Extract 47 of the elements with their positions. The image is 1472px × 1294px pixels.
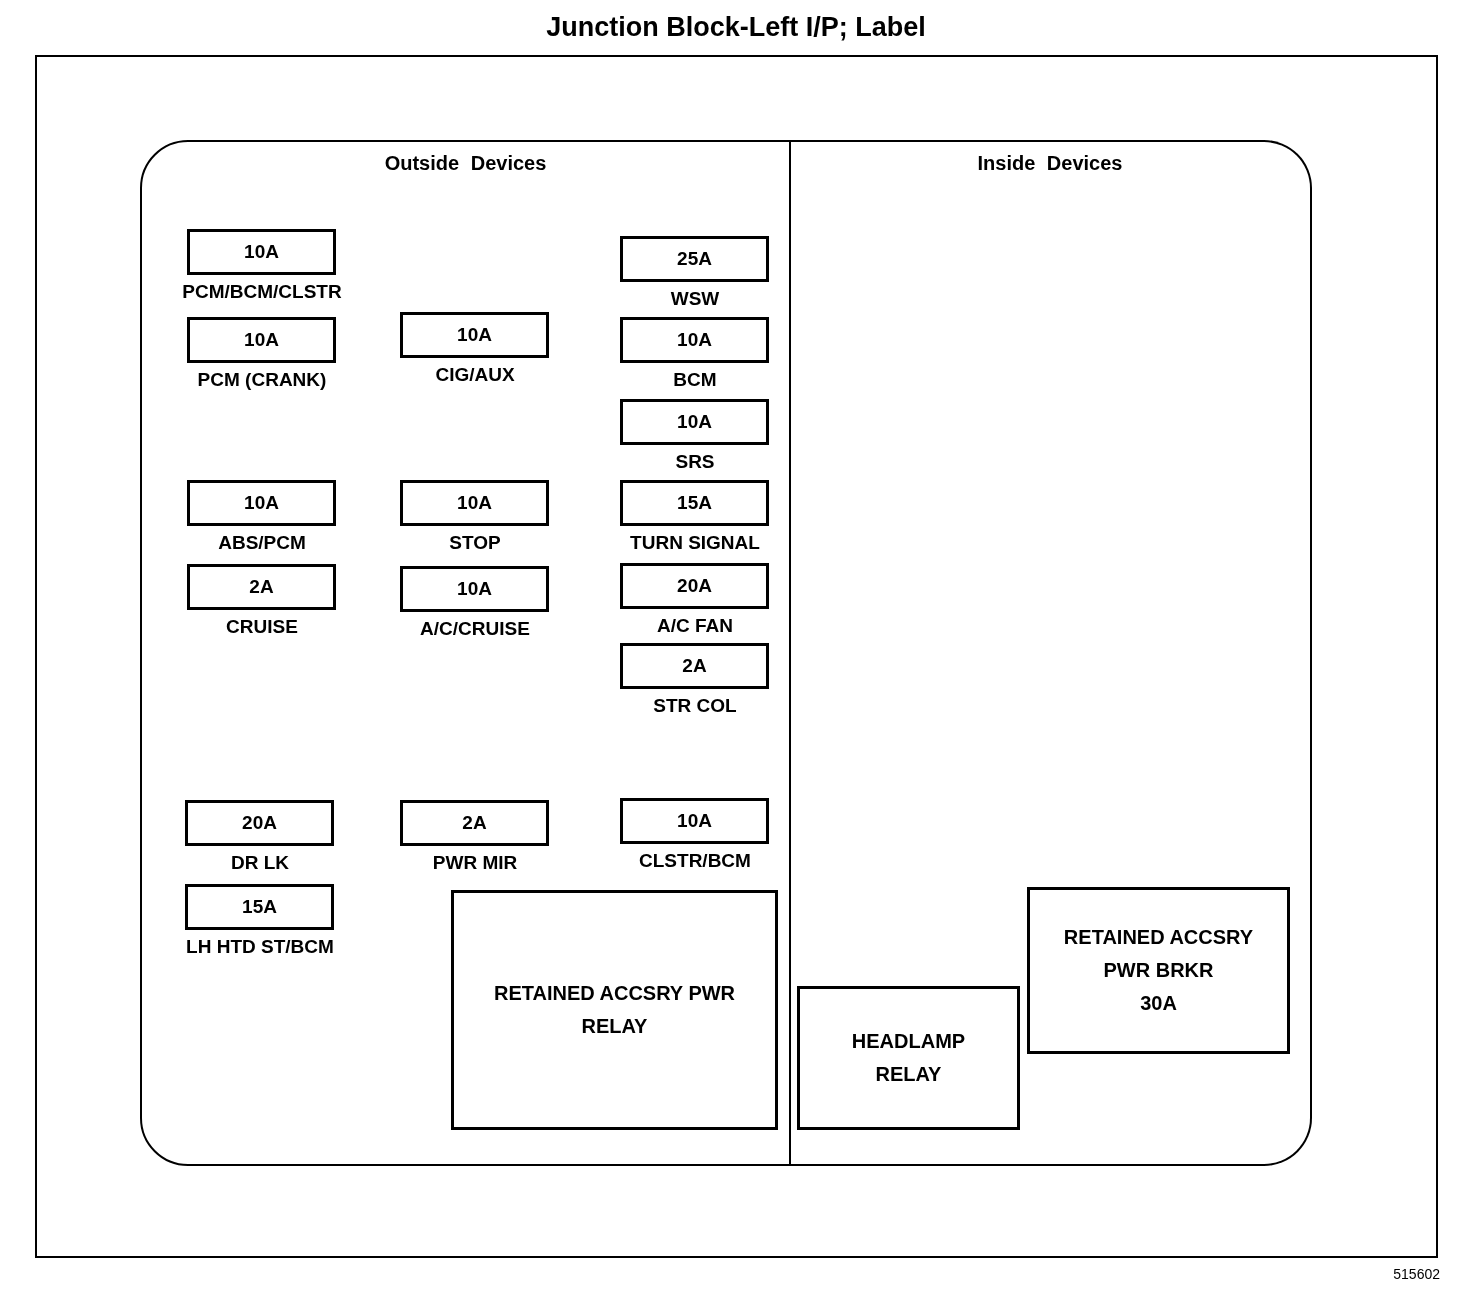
- fuse: 10A: [187, 317, 336, 363]
- circuit-label: PCM/BCM/CLSTR: [181, 281, 343, 303]
- circuit-label: SRS: [674, 451, 716, 473]
- relay-box: [797, 986, 1020, 1130]
- fuse: 15A: [620, 480, 769, 526]
- circuit-label: STOP: [448, 532, 502, 554]
- relay-label: RETAINED ACCSRY PWR BRKR: [1062, 925, 1255, 983]
- fuse: 25A: [620, 236, 769, 282]
- fuse: 2A: [400, 800, 549, 846]
- circuit-label: CLSTR/BCM: [638, 850, 752, 872]
- relay-label: RETAINED ACCSRY PWR RELAY: [492, 981, 737, 1039]
- circuit-label: PCM (CRANK): [196, 369, 328, 391]
- section-heading: Outside Devices: [383, 152, 548, 175]
- panel-section: [790, 140, 1312, 1166]
- fuse: 2A: [187, 564, 336, 610]
- circuit-label: A/C FAN: [656, 615, 734, 637]
- panel-section: [140, 140, 791, 1166]
- circuit-label: CRUISE: [225, 616, 299, 638]
- fuse: 10A: [400, 480, 549, 526]
- circuit-label: PWR MIR: [431, 852, 519, 874]
- fuse: 10A: [400, 312, 549, 358]
- circuit-label: A/C/CRUISE: [419, 618, 531, 640]
- fuse: 10A: [620, 798, 769, 844]
- circuit-label: LH HTD ST/BCM: [185, 936, 335, 958]
- fuse: 10A: [620, 317, 769, 363]
- fuse: 15A: [185, 884, 334, 930]
- fuse: 10A: [187, 229, 336, 275]
- circuit-label: WSW: [669, 288, 721, 310]
- circuit-label: TURN SIGNAL: [629, 532, 761, 554]
- fuse: 10A: [187, 480, 336, 526]
- relay-label: 30A: [1140, 991, 1177, 1016]
- circuit-label: CIG/AUX: [434, 364, 516, 386]
- fuse: 20A: [185, 800, 334, 846]
- fuse: 2A: [620, 643, 769, 689]
- figure-number: 515602: [1392, 1266, 1440, 1282]
- fuse: 10A: [400, 566, 549, 612]
- circuit-label: STR COL: [652, 695, 738, 717]
- relay-label: HEADLAMP RELAY: [850, 1029, 967, 1087]
- circuit-label: ABS/PCM: [217, 532, 307, 554]
- diagram-title: Junction Block-Left I/P; Label: [545, 12, 927, 43]
- fuse: 20A: [620, 563, 769, 609]
- relay-box: [1027, 887, 1290, 1054]
- circuit-label: DR LK: [229, 852, 291, 874]
- fuse: 10A: [620, 399, 769, 445]
- relay-box: [451, 890, 778, 1130]
- circuit-label: BCM: [672, 369, 718, 391]
- section-heading: Inside Devices: [976, 152, 1124, 175]
